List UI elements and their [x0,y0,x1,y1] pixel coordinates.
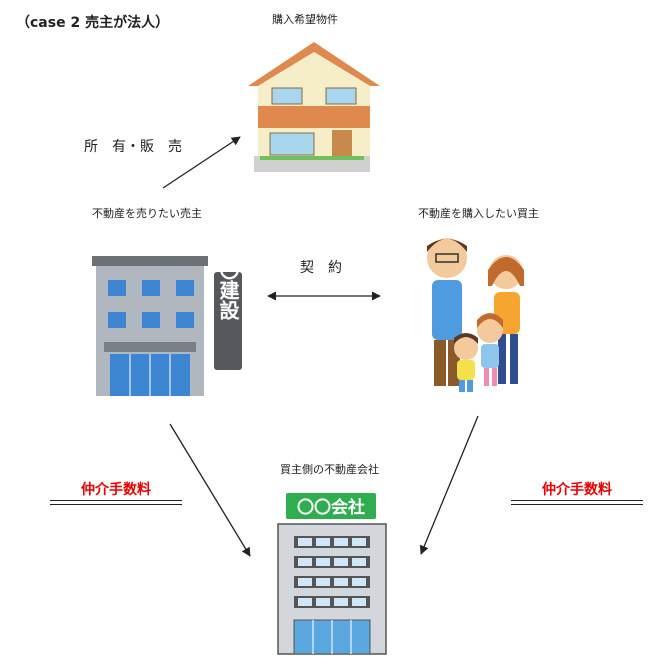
contract-label: 契 約 [300,260,342,276]
house-icon [248,42,380,172]
fee-right-double-line [511,500,643,505]
buyer-fee-arrow [419,415,479,555]
seller-building-icon [92,256,242,396]
seller-fee-arrow [169,423,251,557]
buyer-label: 不動産を購入したい買主 [418,207,539,220]
seller-label: 不動産を売りたい売主 [92,207,202,220]
page-title: （case 2 売主が法人） [16,15,170,31]
agency-sign-text: 〇〇会社 [297,497,365,518]
ownership-label: 所 有・販 売 [84,139,182,155]
fee-left-double-line [50,500,182,505]
fee-left-label: 仲介手数料 [81,482,151,498]
agency-label: 買主側の不動産会社 [280,463,379,476]
buyer-family-icon [427,238,524,392]
agency-building-icon [277,493,387,655]
ownership-arrow [162,136,241,189]
seller-sign-text: 〇〇建設 [216,240,240,321]
fee-right-label: 仲介手数料 [542,482,612,498]
property-label: 購入希望物件 [272,13,338,26]
